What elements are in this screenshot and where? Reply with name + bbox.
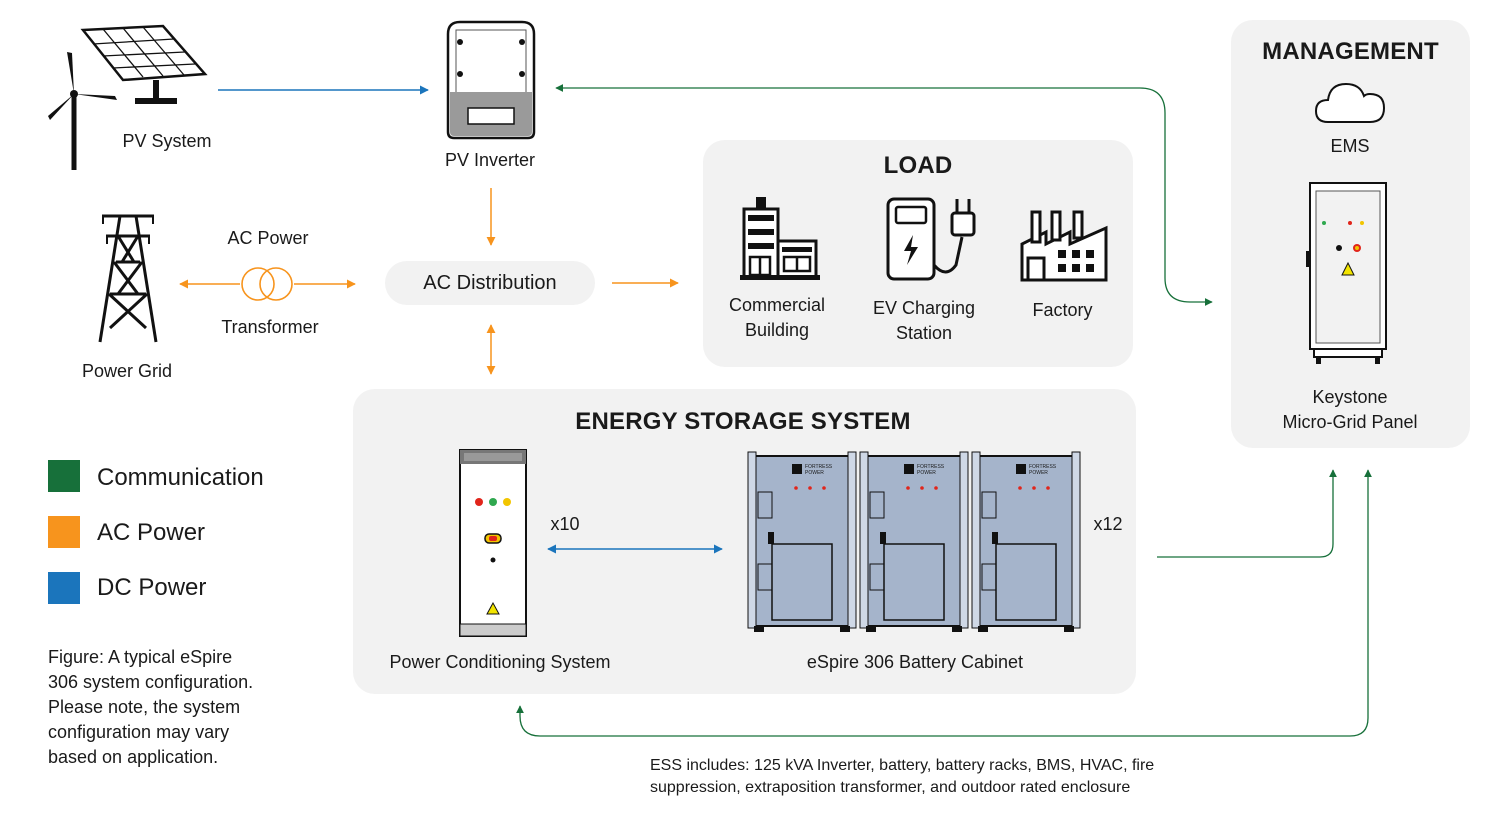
battery-count-label: x12	[1093, 514, 1123, 534]
battery-label: eSpire 306 Battery Cabinet	[806, 652, 1024, 672]
commercial-building-label: Commercial Building	[712, 293, 842, 343]
battery-cabinet-icon	[859, 451, 969, 632]
caption-line: based on application.	[48, 747, 219, 767]
legend-swatch-ac-power	[48, 516, 80, 548]
transformer-icon	[241, 267, 293, 301]
commercial-line1: Commercial	[728, 295, 825, 315]
ess-note-line: ESS includes: 125 kVA Inverter, battery,…	[650, 757, 1155, 774]
cloud-icon	[1314, 82, 1386, 123]
pv-system-label: PV System	[122, 131, 212, 151]
caption-line: 306 system configuration.	[48, 672, 254, 692]
panel-line1: Keystone	[1312, 387, 1388, 407]
legend-label-ac-power: AC Power	[97, 519, 206, 546]
battery-brand-1b: POWER	[805, 470, 824, 476]
legend-label-communication: Communication	[97, 464, 264, 491]
factory-icon	[1020, 210, 1108, 282]
transformer-label: Transformer	[221, 317, 319, 337]
battery-cabinet-icon	[971, 451, 1081, 632]
ev-line2: Station	[895, 323, 953, 343]
comm-arrow-battery-panel	[1157, 469, 1337, 558]
figure-caption: Figure: A typical eSpire 306 system conf…	[48, 645, 308, 770]
inverter-icon	[446, 20, 536, 140]
battery-cabinet-icon	[747, 451, 857, 632]
micro-grid-panel-icon	[1306, 182, 1387, 364]
power-grid-label: Power Grid	[81, 361, 173, 381]
battery-brand-3b: POWER	[1029, 470, 1048, 476]
ess-note-line: suppression, extraposition transformer, …	[650, 779, 1131, 796]
comm-arrow-panel-ess	[516, 469, 1372, 737]
pcs-label: Power Conditioning System	[389, 652, 611, 672]
pcs-count-label: x10	[550, 514, 580, 534]
micro-grid-panel-label: Keystone Micro-Grid Panel	[1260, 385, 1440, 435]
legend-swatch-communication	[48, 460, 80, 492]
factory-label: Factory	[1032, 300, 1093, 320]
load-title: LOAD	[883, 152, 953, 179]
battery-brand-1a: FORTRESS	[805, 464, 833, 470]
caption-line: configuration may vary	[48, 722, 230, 742]
legend-label-dc-power: DC Power	[97, 574, 207, 601]
pcs-cabinet-icon	[459, 449, 527, 637]
ac-distribution-box: AC Distribution	[385, 261, 595, 305]
ess-includes-note: ESS includes: 125 kVA Inverter, battery,…	[650, 755, 1270, 799]
management-title: MANAGEMENT	[1262, 38, 1439, 65]
battery-brand-2a: FORTRESS	[917, 464, 945, 470]
ev-line1: EV Charging	[872, 298, 976, 318]
ac-power-label: AC Power	[227, 228, 309, 248]
pv-inverter-label: PV Inverter	[444, 150, 536, 170]
comm-arrow-inverter-panel	[555, 84, 1213, 306]
panel-line2: Micro-Grid Panel	[1282, 412, 1418, 432]
battery-brand-2b: POWER	[917, 470, 936, 476]
caption-line: Please note, the system	[48, 697, 241, 717]
power-tower-icon	[98, 214, 158, 343]
commercial-line2: Building	[744, 320, 810, 340]
ev-charger-icon	[886, 197, 976, 281]
caption-line: Figure: A typical eSpire	[48, 647, 233, 667]
solar-wind-icon	[48, 24, 208, 170]
battery-cabinet-group: FORTRESS POWER FORTRESS POWER FORTRESS P…	[747, 451, 1084, 634]
ess-title: ENERGY STORAGE SYSTEM	[575, 408, 911, 435]
battery-brand-3a: FORTRESS	[1029, 464, 1057, 470]
ems-label: EMS	[1330, 136, 1370, 156]
ev-charging-label: EV Charging Station	[859, 296, 989, 346]
legend-swatch-dc-power	[48, 572, 80, 604]
building-icon	[740, 197, 820, 280]
